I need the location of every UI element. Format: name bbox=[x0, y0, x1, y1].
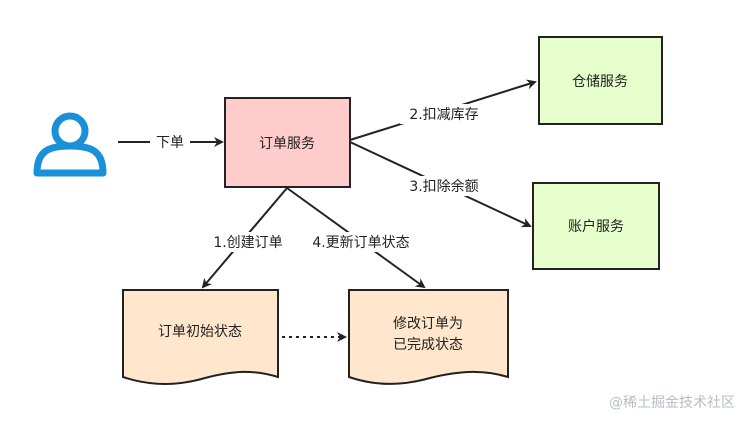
node-order-init-label: 订单初始状态 bbox=[158, 323, 242, 340]
user-icon bbox=[33, 112, 107, 177]
node-order-done-label-2: 已完成状态 bbox=[393, 337, 463, 353]
edge-label-update-order: 4.更新订单状态 bbox=[312, 235, 409, 251]
edge-label-deduct-stock: 2.扣减库存 bbox=[409, 107, 478, 123]
node-order-done-label-1: 修改订单为 bbox=[393, 316, 463, 332]
node-order-init: 订单初始状态 bbox=[122, 289, 279, 385]
edge-label-deduct-balance: 3.扣除余额 bbox=[409, 178, 478, 195]
node-warehouse-service-label: 仓储服务 bbox=[572, 74, 628, 90]
node-order-done: 修改订单为 已完成状态 bbox=[348, 289, 509, 385]
node-warehouse-service: 仓储服务 bbox=[538, 36, 663, 125]
node-order-service-label: 订单服务 bbox=[259, 136, 315, 152]
node-account-service-label: 账户服务 bbox=[568, 218, 624, 235]
edge-label-place-order: 下单 bbox=[156, 135, 184, 151]
node-order-service: 订单服务 bbox=[224, 97, 351, 188]
watermark: @稀土掘金技术社区 bbox=[609, 395, 735, 411]
node-account-service: 账户服务 bbox=[532, 182, 660, 270]
edge-label-create-order: 1.创建订单 bbox=[213, 235, 282, 251]
